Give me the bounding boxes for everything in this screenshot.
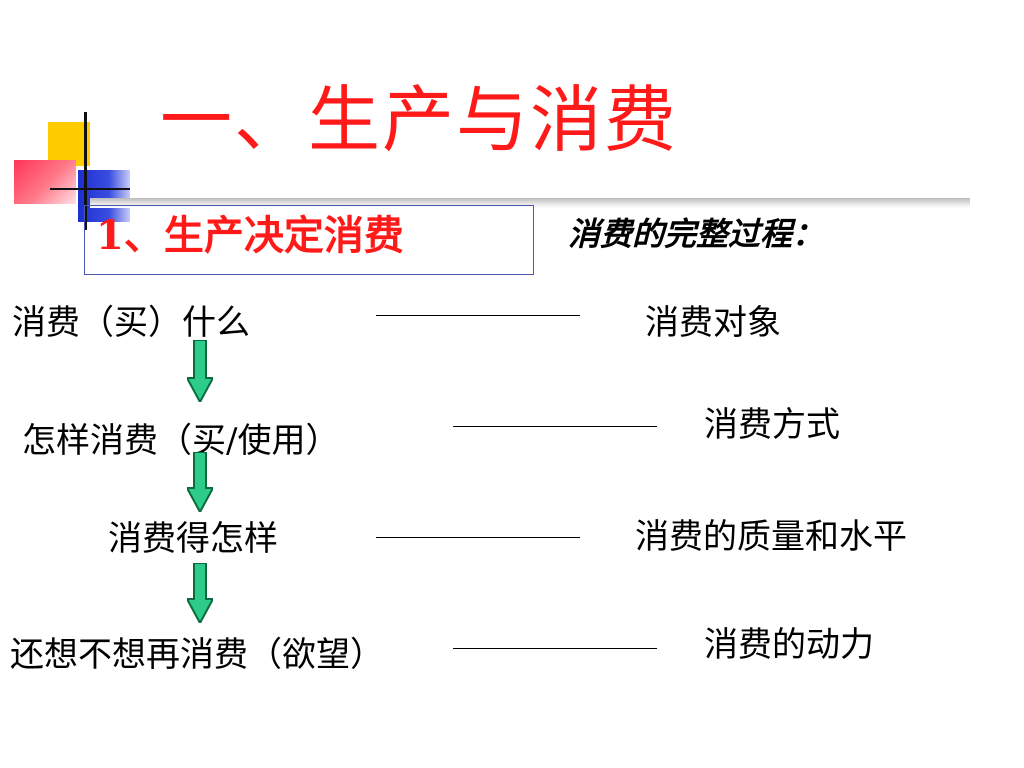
- process-heading: 消费的完整过程：: [568, 215, 825, 253]
- down-arrow-icon: [187, 340, 213, 402]
- row-3-right-text: 消费的质量和水平: [635, 517, 907, 557]
- logo-yellow-square: [48, 122, 90, 166]
- row-1-left-text: 消费（买）什么: [12, 303, 250, 343]
- subtitle-box: [84, 205, 534, 275]
- row-4-right-text: 消费的动力: [704, 625, 874, 665]
- row-1-right-text: 消费对象: [645, 303, 781, 343]
- logo-red-square: [14, 160, 76, 204]
- row-2-connector-line: [453, 426, 657, 427]
- title-underline-rule: [90, 198, 970, 208]
- logo-vertical-line: [84, 112, 87, 230]
- row-2-right-text: 消费方式: [704, 405, 840, 445]
- row-1-connector-line: [376, 315, 580, 316]
- down-arrow-icon: [187, 563, 213, 623]
- slide-title: 一、生产与消费: [160, 78, 679, 162]
- row-4-connector-line: [453, 648, 657, 649]
- subtitle: 1、生产决定消费: [96, 212, 404, 259]
- row-2-left-text: 怎样消费（买/使用）: [22, 421, 340, 461]
- row-4-left-text: 还想不想再消费（欲望）: [10, 635, 384, 675]
- down-arrow-icon: [187, 452, 213, 512]
- row-3-left-text: 消费得怎样: [108, 519, 278, 559]
- logo-horizontal-line: [50, 188, 130, 190]
- row-3-connector-line: [376, 537, 580, 538]
